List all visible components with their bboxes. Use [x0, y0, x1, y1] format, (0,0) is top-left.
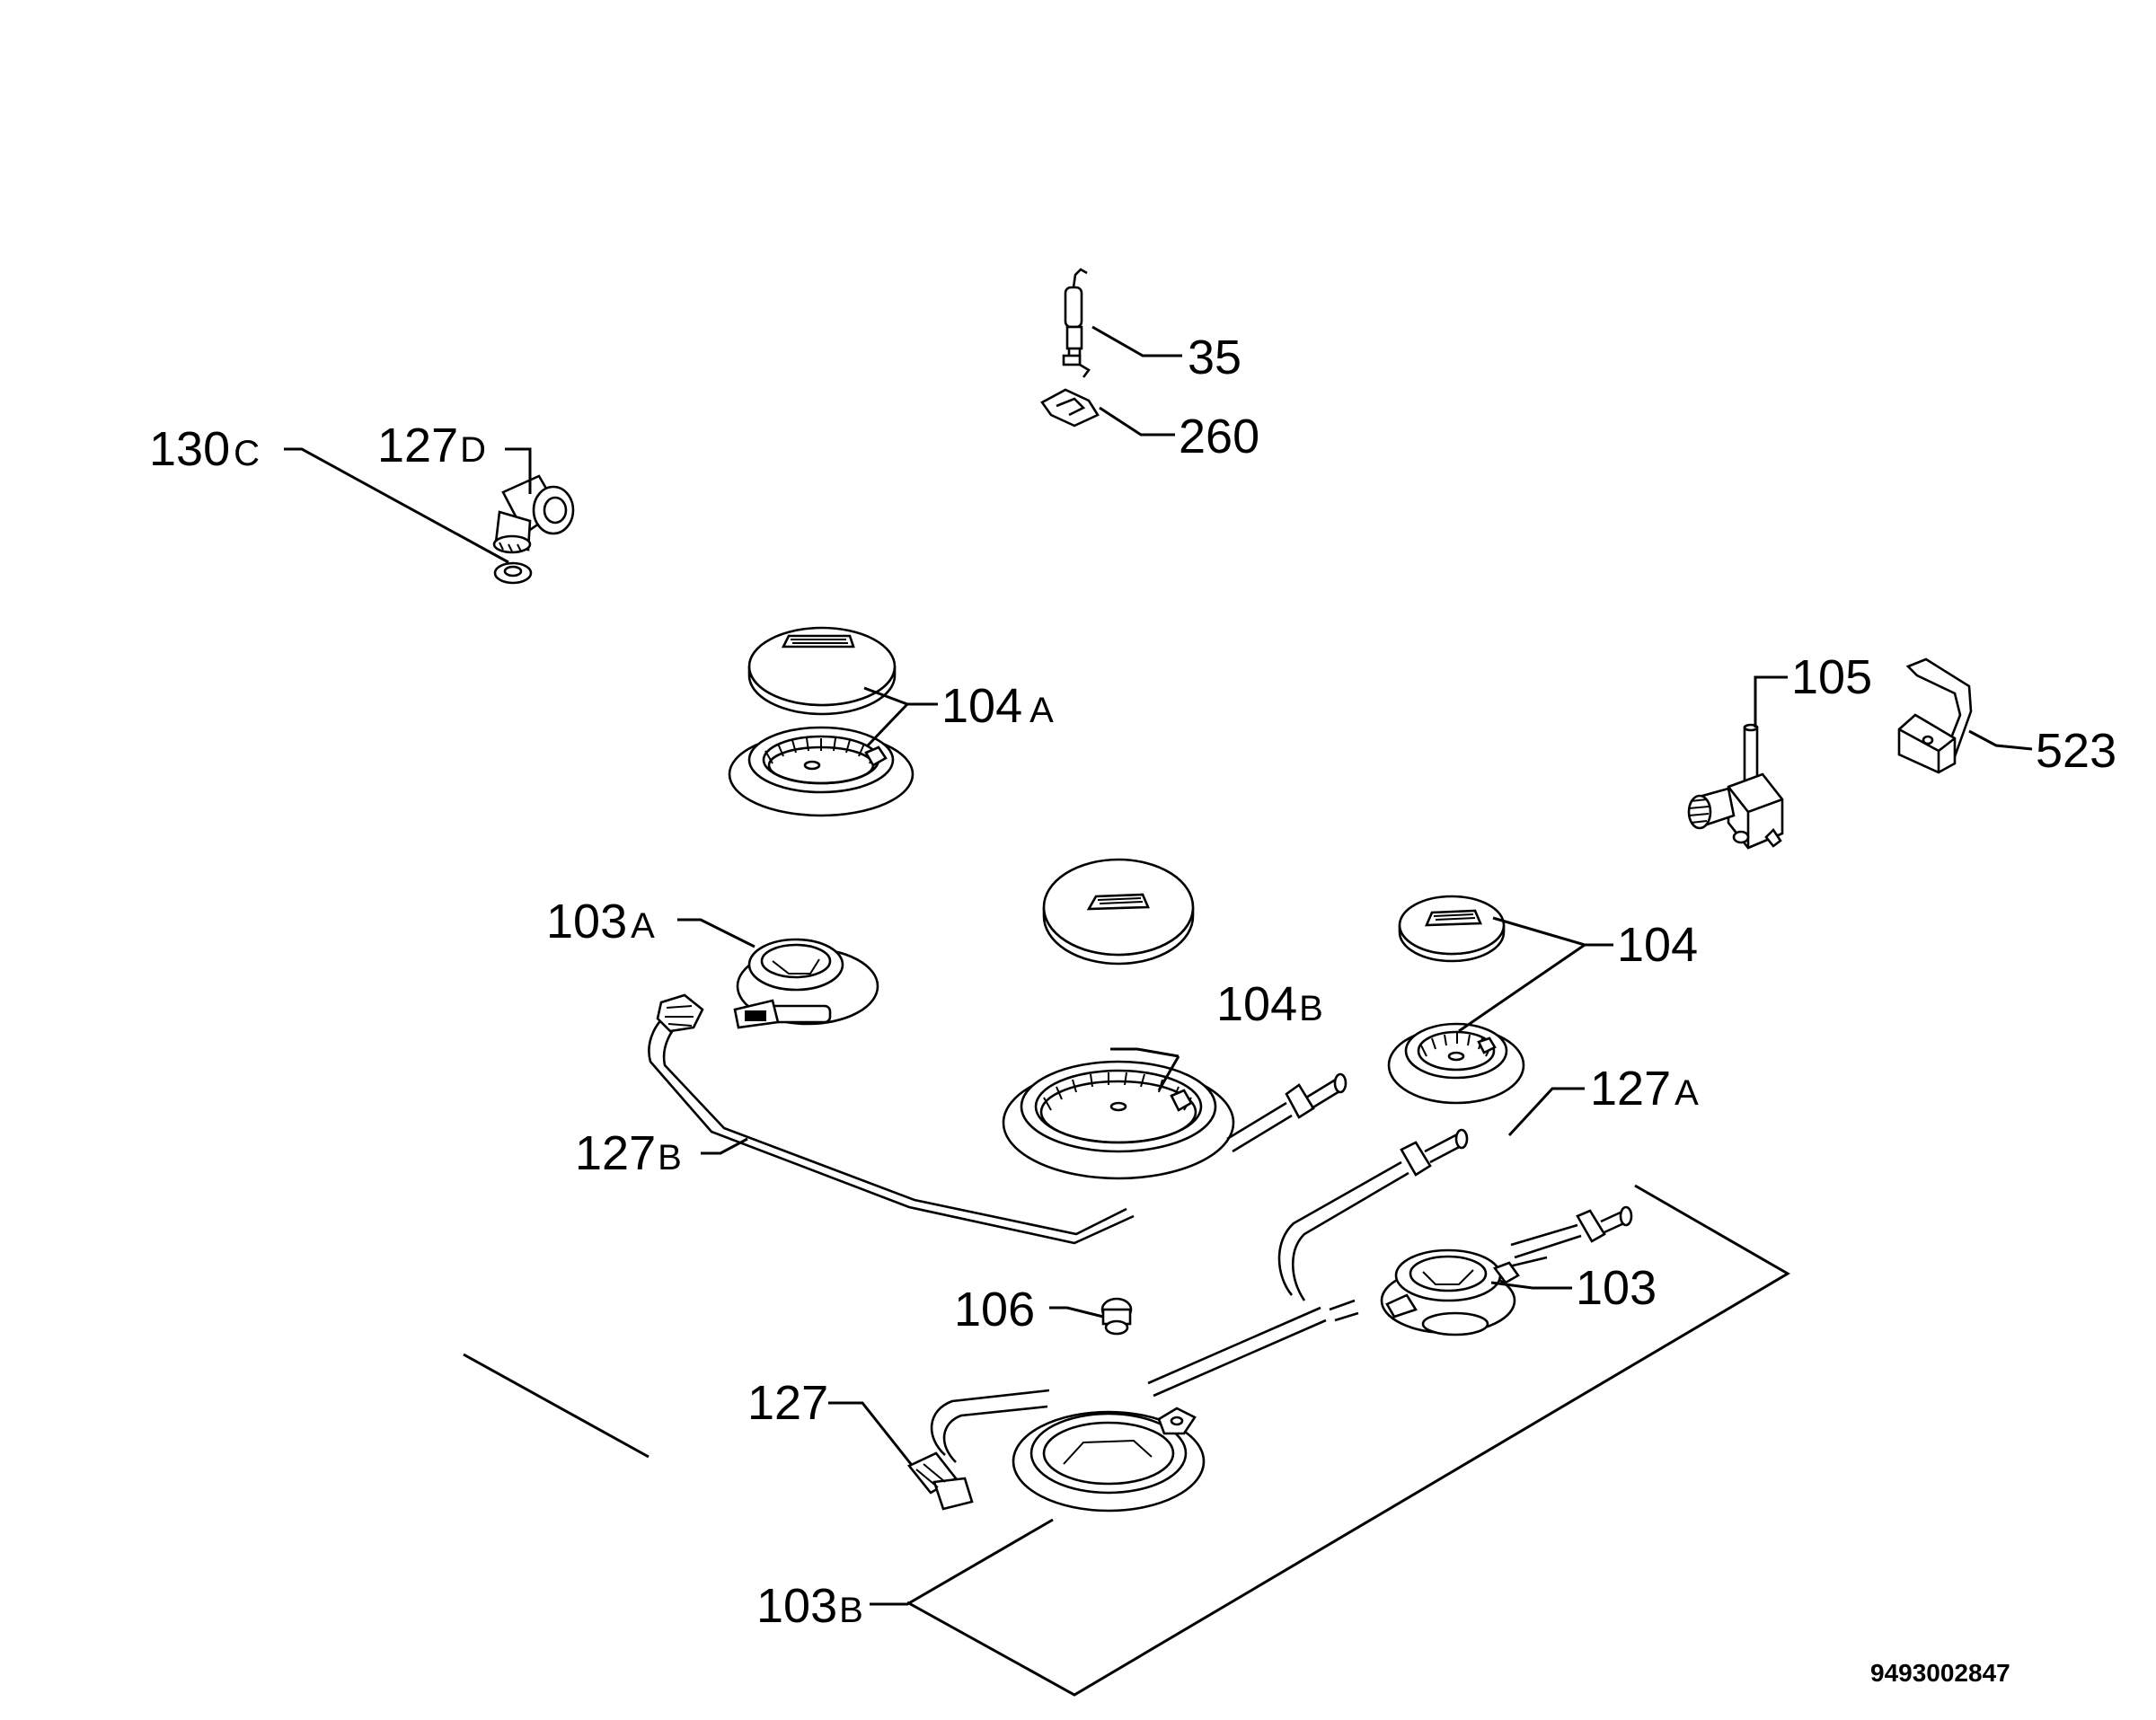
label-104b: 104B [1216, 977, 1323, 1031]
label-103b: 103B [756, 1579, 863, 1633]
drawing-code: 9493002847 [1870, 1659, 2010, 1687]
pipe-stub-part [1226, 1072, 1348, 1153]
gas-pipe-127b-part [648, 993, 1135, 1245]
label-523: 523 [2036, 724, 2116, 778]
burner-base-103-part [1329, 1205, 1633, 1336]
label-260: 260 [1179, 410, 1259, 463]
label-127d: 127D [377, 419, 486, 472]
leader-lines [284, 325, 2033, 1606]
gas-pipe-127a-part [1277, 1128, 1469, 1301]
burner-base-103b-part [1012, 1407, 1206, 1513]
gas-tap-part [1687, 723, 1784, 850]
elbow-fitting-part [492, 474, 575, 554]
injector-nozzle-part [1100, 1297, 1133, 1336]
burner-cap-104b-part [1042, 858, 1195, 966]
burner-cap-104a-part [747, 626, 897, 716]
feed-pipe-part [1147, 1306, 1327, 1398]
washer-part [493, 561, 533, 585]
burner-crown-104-part [1387, 1022, 1525, 1105]
burner-cap-104-part [1398, 895, 1506, 963]
label-105: 105 [1791, 650, 1872, 704]
burner-crown-104a-part [728, 726, 915, 817]
label-35: 35 [1188, 331, 1241, 384]
label-103: 103 [1576, 1261, 1657, 1315]
gas-pipe-127-part [906, 1389, 1050, 1511]
cooktop-outline [463, 1184, 1790, 1697]
label-106: 106 [954, 1283, 1035, 1336]
electrode-clip-part [1040, 388, 1100, 428]
label-104: 104 [1617, 918, 1698, 972]
burner-crown-104b-part [1002, 1060, 1235, 1180]
ignition-electrode-part [1062, 268, 1091, 378]
label-127: 127 [747, 1376, 828, 1430]
bracket-part [1897, 657, 1973, 774]
label-127b: 127B [575, 1126, 682, 1180]
burner-base-103a-part [733, 938, 879, 1029]
